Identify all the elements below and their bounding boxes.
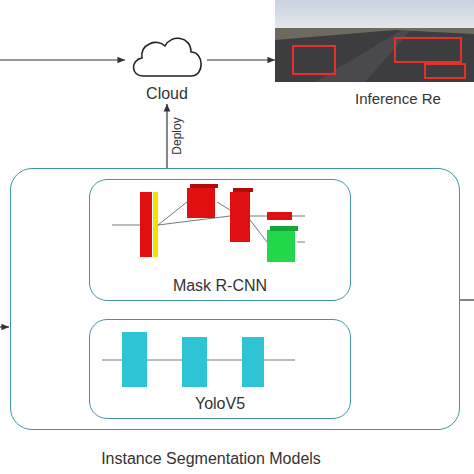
node-label: Inference Re (355, 90, 441, 108)
cloud-shape (127, 30, 207, 82)
sky (275, 0, 474, 32)
block-top (233, 188, 253, 192)
layer-block (230, 192, 250, 242)
layer-link (264, 360, 295, 361)
edge-label: Deploy (170, 117, 184, 154)
detection-box (425, 64, 465, 78)
model-panel: YoloV5 (89, 319, 351, 419)
model-panel: Mask R-CNN (89, 179, 351, 301)
layer-link (250, 220, 267, 242)
layer-link (292, 216, 305, 217)
layer-block (267, 230, 295, 262)
connector-arrow (207, 59, 275, 60)
block-top (270, 226, 298, 231)
input-wire (0, 326, 9, 327)
node-label: Mask R-CNN (90, 276, 350, 295)
layer-block (242, 337, 264, 387)
node-label: Instance Segmentation Models (11, 449, 411, 468)
layer-block (187, 188, 215, 218)
road-photo (275, 0, 474, 82)
layer-link (147, 360, 182, 361)
layer-link (102, 360, 122, 361)
cloud-node: Cloud (127, 30, 207, 104)
layer-block (140, 192, 152, 257)
block-top (190, 184, 218, 188)
layer-block (153, 192, 158, 257)
detection-box (293, 46, 335, 74)
layer-block (182, 337, 207, 387)
layer-block (122, 332, 147, 387)
asphalt (275, 30, 474, 82)
output-wire (460, 299, 474, 300)
layer-link (250, 216, 267, 217)
detection-box (395, 38, 461, 62)
connector-arrow (166, 104, 167, 168)
layer-block (267, 212, 292, 220)
layer-link (112, 225, 140, 226)
node-label: YoloV5 (90, 394, 350, 413)
yolo-figure (90, 320, 352, 395)
node-label: Cloud (127, 84, 207, 103)
layer-link (297, 242, 305, 243)
layer-link (207, 360, 242, 361)
layer-link (217, 202, 230, 210)
cloud-outline (133, 38, 201, 76)
maskrcnn-figure (90, 180, 352, 270)
ground (275, 28, 474, 82)
inference-result: Inference Re (275, 0, 474, 116)
input-wire (0, 59, 125, 60)
model-group: Instance Segmentation ModelsMask R-CNNYo… (10, 168, 460, 430)
